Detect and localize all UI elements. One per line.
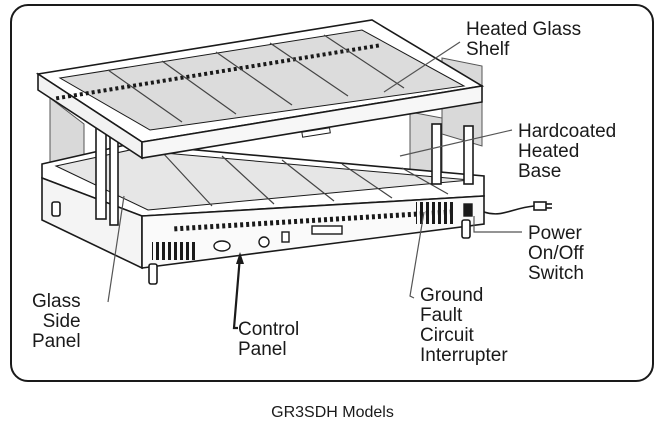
label-gfci: Ground Fault Circuit Interrupter [420, 285, 508, 366]
label-control-panel: Control Panel [238, 319, 300, 360]
label-hardcoated-heated-base: Hardcoated Heated Base [518, 121, 617, 182]
label-power-switch: Power On/Off Switch [528, 223, 584, 284]
warmer-illustration [35, 19, 552, 330]
diagram-frame: Heated Glass Shelf Hardcoated Heated Bas… [10, 4, 654, 382]
heated-glass-shelf [35, 19, 485, 160]
control-panel-pointer [232, 255, 242, 330]
label-heated-glass-shelf: Heated Glass Shelf [466, 19, 582, 60]
figure-caption: GR3SDH Models [271, 404, 394, 421]
control-panel-details [152, 202, 473, 260]
label-glass-side-panel: Glass Side Panel [32, 291, 81, 352]
power-cord [483, 201, 552, 215]
leader-lines [107, 41, 522, 303]
